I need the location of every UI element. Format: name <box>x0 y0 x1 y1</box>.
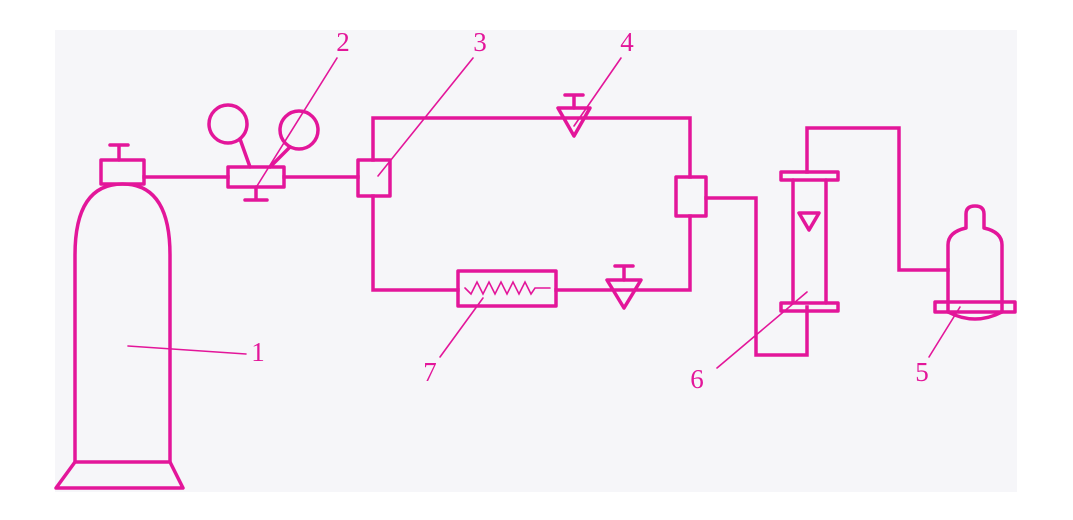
diagram-background <box>55 30 1017 492</box>
pipe-lower-branch <box>371 194 692 292</box>
collection-bottle <box>933 204 1017 321</box>
callout-leaders <box>127 57 961 369</box>
callout-label-4: 4 <box>620 27 634 57</box>
pressure-gauge-right <box>278 109 320 151</box>
gauge-stem-right <box>268 145 292 169</box>
callout-label-7: 7 <box>423 357 437 387</box>
gas-cylinder <box>54 143 185 490</box>
callout-label-3: 3 <box>473 27 487 57</box>
cylinder-valve-handle <box>108 143 130 162</box>
rotameter <box>779 170 840 313</box>
needle-valve-lower-stem <box>613 264 635 282</box>
pipe-upper-branch <box>371 116 692 179</box>
cylinder-body <box>73 182 172 464</box>
needle-valve-upper <box>556 93 592 138</box>
heater-coil <box>456 269 558 308</box>
pipe-flowmeter-to-bottle <box>805 126 950 272</box>
merge-junction <box>674 175 708 218</box>
callout-label-2: 2 <box>336 27 350 57</box>
rotameter-tube <box>791 178 828 305</box>
callout-label-6: 6 <box>690 364 704 394</box>
rotameter-top-flange <box>779 170 840 182</box>
rotameter-bottom-flange <box>779 301 840 313</box>
needle-valve-upper-stem <box>563 93 585 110</box>
rotameter-float <box>797 211 821 232</box>
needle-valve-lower <box>605 264 643 310</box>
bottle-body <box>946 204 1004 314</box>
leader-1 <box>127 345 247 355</box>
callout-label-5: 5 <box>915 357 929 387</box>
pipe-merge-to-flowmeter <box>704 196 809 357</box>
bottle-stand <box>933 300 1017 314</box>
heater-coil-housing <box>456 269 558 308</box>
pressure-gauge-left <box>207 103 249 145</box>
gauge-stem-left <box>238 137 252 169</box>
leader-7 <box>439 297 484 358</box>
leader-3 <box>377 57 474 177</box>
leader-4 <box>573 57 622 127</box>
bottle-bottom <box>946 310 1004 321</box>
cylinder-base <box>54 460 185 490</box>
leader-5 <box>928 306 961 358</box>
callout-label-1: 1 <box>251 337 265 367</box>
regulator-adjust-knob <box>243 185 269 202</box>
splitter-junction <box>356 158 392 198</box>
leader-2 <box>256 57 338 187</box>
callout-numbers: 1 2 3 4 5 6 7 <box>251 27 929 394</box>
leader-6 <box>716 291 808 369</box>
heater-coil-zigzag <box>464 280 551 296</box>
